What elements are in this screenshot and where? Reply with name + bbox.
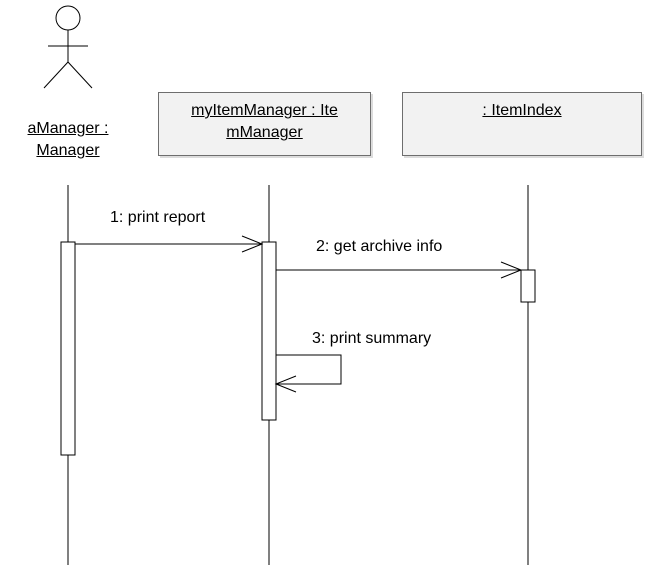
activation-bar-amanager [60,241,76,456]
object-label-line-1: myItemManager : Ite [191,102,338,119]
message-1-label: 1: print report [110,209,206,226]
object-label-myitemmanager: myItemManager : Ite mManager [159,100,370,144]
open-arrowhead-icon [500,261,523,279]
message-3-self-arrow [274,354,342,393]
actor-label: aManager : Manager [8,118,128,162]
message-3-label: 3: print summary [312,330,432,347]
message-2-arrow [276,261,523,279]
object-label-line-1: : ItemIndex [482,102,562,119]
open-arrowhead-icon [241,235,264,253]
actor-right-leg [67,61,93,89]
activation-bar-itemindex [520,269,536,303]
actor-label-line-2: Manager [36,142,100,159]
actor-head [55,5,81,31]
object-label-itemindex: : ItemIndex [403,100,641,122]
actor-stick-figure [43,5,93,89]
object-label-line-2: mManager [226,124,303,141]
actor-label-line-1: aManager : [27,120,109,137]
object-box-myitemmanager: myItemManager : Ite mManager [158,92,371,156]
object-box-itemindex: : ItemIndex [402,92,642,156]
message-2-label: 2: get archive info [316,238,443,255]
activation-bar-myitemmanager [261,241,277,421]
open-arrowhead-icon [274,375,297,393]
message-1-arrow [75,235,264,253]
actor-left-leg [43,61,69,89]
